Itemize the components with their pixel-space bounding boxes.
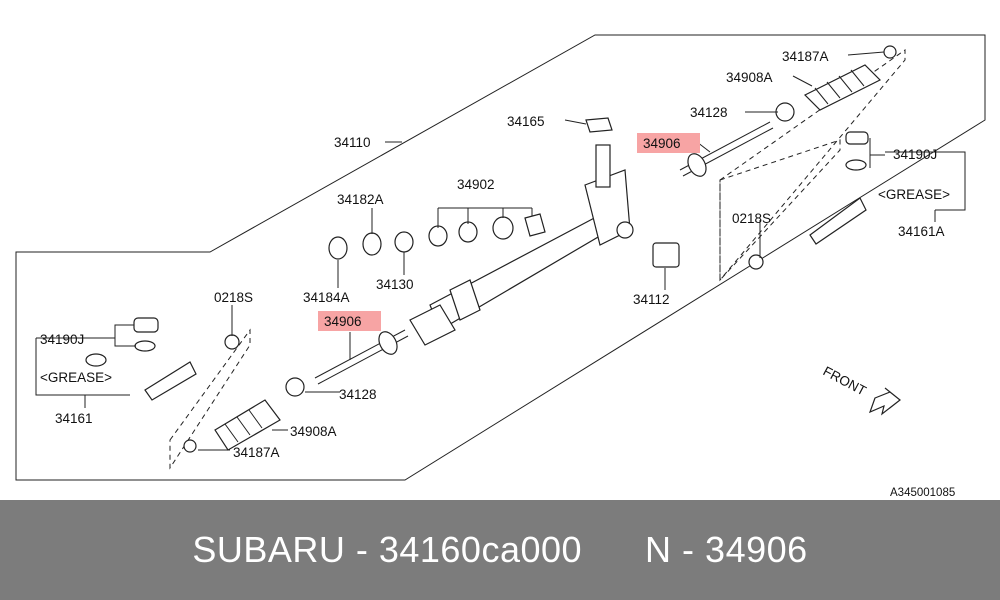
rack-boot-top <box>803 64 882 111</box>
dashed-box-top-right <box>719 49 906 282</box>
label-34906-mid: 34906 <box>324 314 362 329</box>
reference-number: A345001085 <box>890 487 955 499</box>
dashed-box-right-tie-rod <box>719 139 841 282</box>
inner-tie-rod-top <box>679 121 774 177</box>
label-34165: 34165 <box>507 114 545 129</box>
footer-bar: SUBARU - 34160ca000 N - 34906 <box>0 500 1000 600</box>
label-34161: 34161 <box>55 411 93 426</box>
label-34190j-right: 34190J <box>893 147 937 162</box>
label-34110: 34110 <box>334 135 371 150</box>
label-grease-left: <GREASE> <box>40 370 112 385</box>
clip-top <box>883 45 897 59</box>
steering-rack-diagram: 34187A 34908A 34128 34906 34165 34110 34… <box>15 34 986 499</box>
label-34187a-bottom: 34187A <box>233 445 280 460</box>
label-grease-right: <GREASE> <box>878 187 950 202</box>
label-34182a: 34182A <box>337 192 384 207</box>
dashed-box-bottom-left <box>169 328 251 470</box>
highlight-34906-mid <box>318 311 381 331</box>
tie-rod-end-left <box>85 317 240 401</box>
rack-housing <box>409 117 634 346</box>
leader-lines <box>35 51 966 451</box>
label-0218s-right: 0218S <box>732 211 771 226</box>
label-34161a: 34161A <box>898 224 945 239</box>
label-34906-top: 34906 <box>643 136 681 151</box>
label-34908a-top: 34908A <box>726 70 773 85</box>
label-34112: 34112 <box>633 292 670 307</box>
tie-rod-end-right <box>748 131 869 270</box>
diagram-frame <box>15 34 986 481</box>
clip-bottom <box>183 439 197 453</box>
label-0218s-left: 0218S <box>214 290 253 305</box>
inner-tie-rod-bottom <box>314 329 409 385</box>
label-34190j-left: 34190J <box>40 332 84 347</box>
label-34184a: 34184A <box>303 290 350 305</box>
label-34128-bottom: 34128 <box>339 387 377 402</box>
label-34902: 34902 <box>457 177 495 192</box>
rack-boot-bottom <box>214 399 281 451</box>
label-front: FRONT <box>821 363 869 398</box>
footer-part-number: SUBARU - 34160ca000 N - 34906 <box>192 529 808 570</box>
label-34128-top: 34128 <box>690 105 728 120</box>
label-34130: 34130 <box>376 277 414 292</box>
label-34908a-bottom: 34908A <box>290 424 337 439</box>
front-arrow-icon <box>868 387 901 416</box>
boot-clamp-bottom <box>285 377 305 397</box>
label-34187a-top: 34187A <box>782 49 829 64</box>
boot-clamp-top <box>775 102 795 122</box>
highlight-34906-top <box>637 133 700 153</box>
